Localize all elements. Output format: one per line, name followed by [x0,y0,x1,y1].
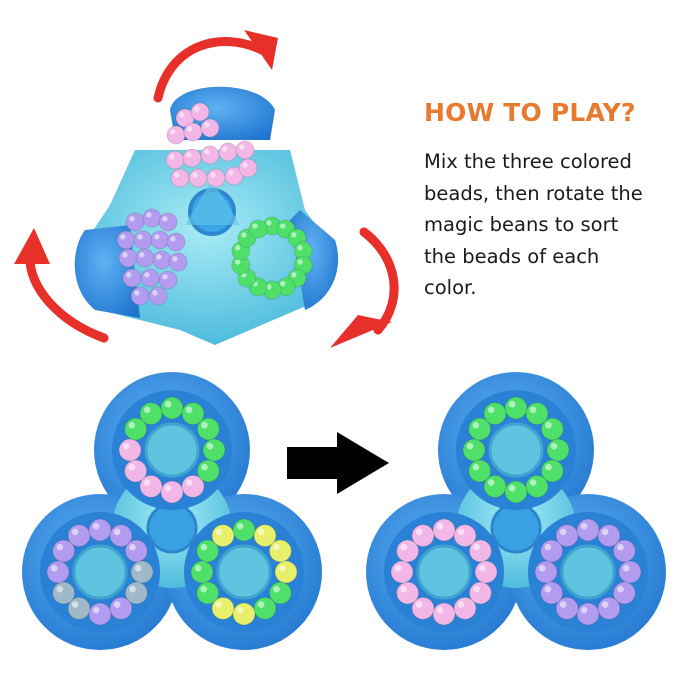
bead [190,560,214,584]
instructions-line: magic beans to sort [424,213,619,236]
bead [135,248,155,268]
toy-bottom-right-sorted [366,372,666,650]
bead [232,518,256,542]
right-arrow-icon [287,432,389,494]
bead [130,560,154,584]
instructions-line: the beads of each [424,244,600,268]
bead [238,158,258,178]
bead [396,581,420,605]
bead [130,286,150,306]
bead [152,250,172,270]
bead [109,596,133,620]
bead [576,602,600,626]
bead [612,539,636,563]
bead-cluster-top-pink [165,102,258,188]
instructions-text: Mix the three colored beads, then rotate… [424,146,674,304]
bead [540,581,564,605]
bead [248,219,268,239]
bead [124,539,148,563]
bead [504,480,528,504]
how-to-play-title: HOW TO PLAY? [424,98,636,127]
bead [142,208,162,228]
bead [555,524,579,548]
bead-cluster-top-purple [116,208,188,306]
bead [125,212,145,232]
bead [504,396,528,420]
bead [200,118,220,138]
bead [618,560,642,584]
bead [597,596,621,620]
bead [190,102,210,122]
bead [158,270,178,290]
bead [158,212,178,232]
bead [46,560,70,584]
bead [525,474,549,498]
toy-top-mixed [14,30,399,348]
bead [268,539,292,563]
bead [211,524,235,548]
bead [148,286,168,306]
bead [88,518,112,542]
bead [139,402,163,426]
bead [432,602,456,626]
instructions-line: color. [424,276,477,299]
bead [166,125,186,145]
bead [52,581,76,605]
bead [576,518,600,542]
bead [196,581,220,605]
bead [182,148,202,168]
bead-cluster-top-green [231,216,313,300]
bead [133,230,153,250]
instructions-line: beads, then rotate the [424,181,643,205]
toy-bottom-left-mixed [22,372,322,650]
bead [253,596,277,620]
curved-arrow-icon [14,228,109,343]
bead [118,248,138,268]
bead [534,560,558,584]
bead [124,459,148,483]
bead [122,268,142,288]
bead [432,518,456,542]
bead [274,560,298,584]
bead [468,459,492,483]
bead [181,474,205,498]
curved-arrow-icon [330,227,399,348]
bead [170,168,190,188]
bead [232,602,256,626]
bead [160,480,184,504]
bead [390,560,414,584]
instructions-line: Mix the three colored [424,150,632,173]
bead [218,142,238,162]
bead [67,524,91,548]
bead [468,539,492,563]
bead [202,438,226,462]
bead [235,140,255,160]
bead [116,230,136,250]
bead [462,438,486,462]
bead [183,122,203,142]
bead [206,168,226,188]
bead [165,150,185,170]
bead [453,596,477,620]
bead [411,524,435,548]
bead [474,560,498,584]
bead [168,252,188,272]
bead [140,268,160,288]
bead [188,168,208,188]
bead [166,232,186,252]
bead [196,417,220,441]
bead [546,438,570,462]
bead [160,396,184,420]
bead [483,402,507,426]
bead [150,230,170,250]
bead [118,438,142,462]
bead [88,602,112,626]
curved-arrow-icon [153,30,278,103]
bead [540,417,564,441]
bead [200,145,220,165]
